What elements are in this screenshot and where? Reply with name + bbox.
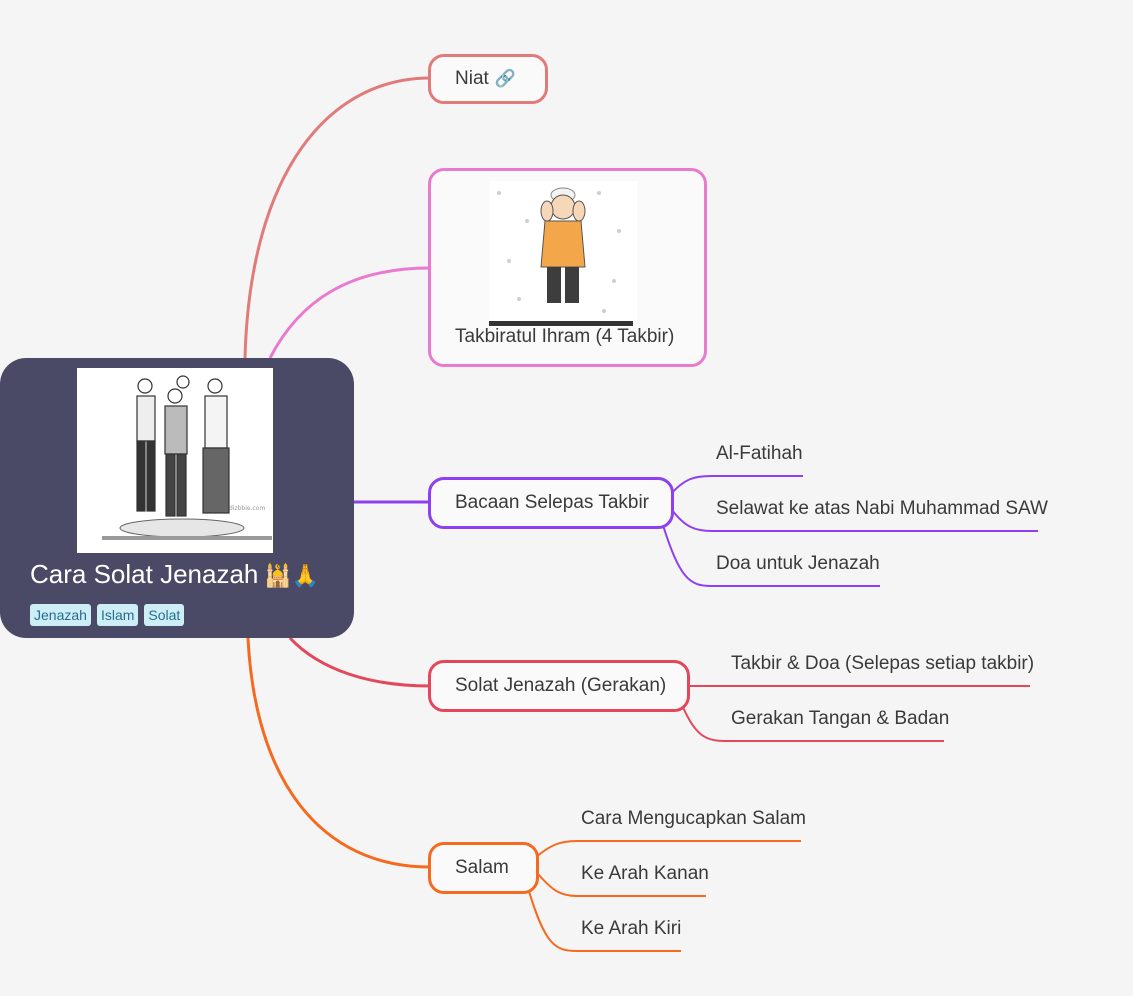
subtopic-ke-arah-kanan[interactable]: Ke Arah Kanan xyxy=(581,863,709,884)
topic-takbiratul-ihram[interactable]: Takbiratul Ihram (4 Takbir) xyxy=(428,168,707,367)
connector-tangan-badan xyxy=(681,704,944,742)
connector-al-fatihah xyxy=(669,475,803,496)
subtopic-doa-jenazah[interactable]: Doa untuk Jenazah xyxy=(716,553,880,574)
watermark-text: dizbbie.com xyxy=(229,505,265,512)
tag-solat[interactable]: Solat xyxy=(144,604,185,626)
connector-selawat xyxy=(671,509,1038,532)
takbir-figure-illustration xyxy=(489,181,637,327)
topic-bacaan-selepas-takbir[interactable]: Bacaan Selepas Takbir xyxy=(428,477,674,529)
connector-doa xyxy=(661,521,880,587)
subtopic-selawat[interactable]: Selawat ke atas Nabi Muhammad SAW xyxy=(716,498,1048,519)
connector-kanan xyxy=(537,873,706,897)
connector-cara-salam xyxy=(534,840,801,859)
root-title-text: Cara Solat Jenazah xyxy=(30,559,259,589)
subtopic-al-fatihah[interactable]: Al-Fatihah xyxy=(716,443,803,464)
link-icon[interactable]: 🔗 xyxy=(494,69,516,88)
topic-salam[interactable]: Salam xyxy=(428,842,539,894)
connector-takbiratul xyxy=(268,266,431,359)
connector-salam xyxy=(246,637,431,869)
topic-gerakan-label: Solat Jenazah (Gerakan) xyxy=(455,675,667,696)
tag-list: Jenazah Islam Solat xyxy=(30,604,185,626)
topic-niat[interactable]: Niat 🔗 xyxy=(428,54,548,104)
topic-solat-jenazah-gerakan[interactable]: Solat Jenazah (Gerakan) xyxy=(428,660,690,712)
subtopic-cara-mengucapkan-salam[interactable]: Cara Mengucapkan Salam xyxy=(581,808,806,829)
root-topic[interactable]: dizbbie.com Cara Solat Jenazah🕌🙏 Jenazah… xyxy=(0,358,354,638)
subtopic-gerakan-tangan-badan[interactable]: Gerakan Tangan & Badan xyxy=(731,708,950,729)
mosque-pray-emoji-icon: 🕌🙏 xyxy=(264,563,320,588)
topic-salam-label: Salam xyxy=(455,857,509,878)
topic-bacaan-label: Bacaan Selepas Takbir xyxy=(455,492,649,513)
topic-niat-label: Niat xyxy=(455,68,489,89)
subtopic-ke-arah-kiri[interactable]: Ke Arah Kiri xyxy=(581,918,682,939)
tag-islam[interactable]: Islam xyxy=(96,604,139,626)
subtopic-takbir-doa[interactable]: Takbir & Doa (Selepas setiap takbir) xyxy=(731,653,1035,674)
connector-niat xyxy=(243,76,431,359)
tag-jenazah[interactable]: Jenazah xyxy=(30,604,91,626)
jenazah-prayer-illustration: dizbbie.com xyxy=(77,368,273,553)
topic-takbiratul-label: Takbiratul Ihram (4 Takbir) xyxy=(455,326,675,347)
connector-kiri xyxy=(527,887,681,952)
connector-gerakan xyxy=(288,636,431,688)
root-title: Cara Solat Jenazah🕌🙏 xyxy=(30,558,319,592)
